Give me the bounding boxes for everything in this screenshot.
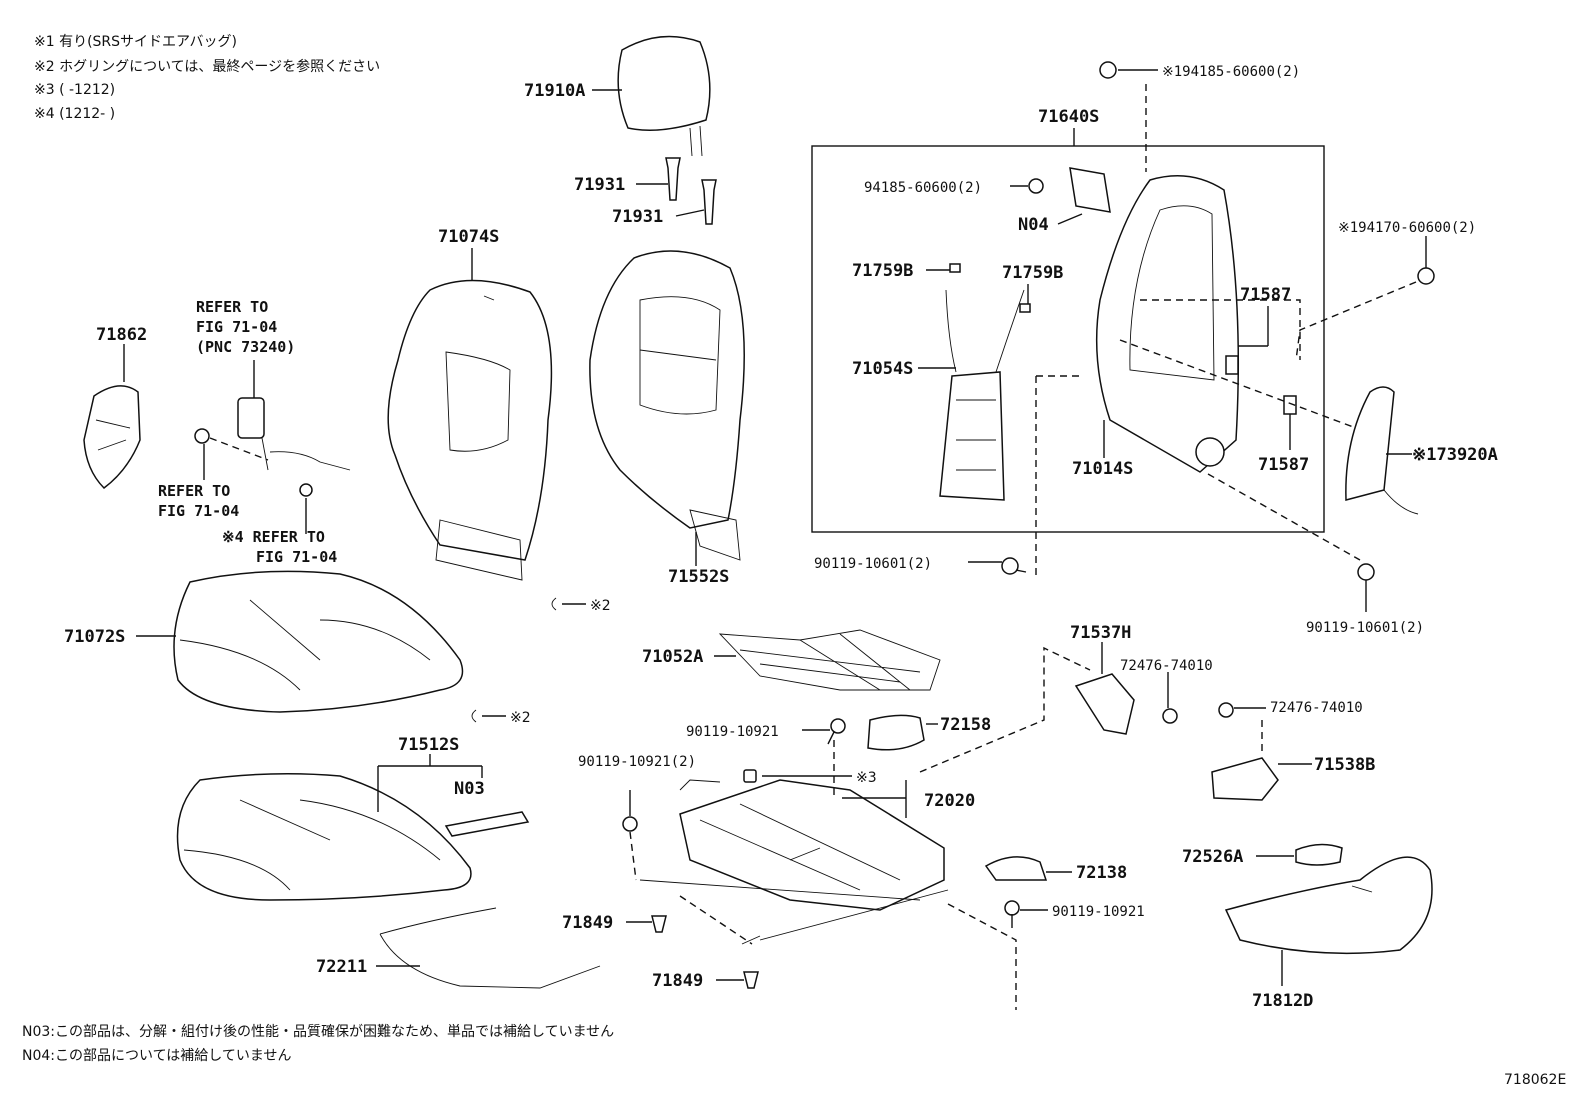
cover-72158 — [867, 714, 925, 751]
clip-71759B-a — [949, 263, 961, 273]
label-71931-lower: 71931 — [612, 207, 663, 227]
bolt-90119-10921-2 — [622, 790, 638, 832]
refer-fig-left-line1: REFER TO — [158, 482, 230, 500]
cushion-frame-wire-72211 — [379, 907, 601, 989]
label-71072S: 71072S — [64, 627, 125, 647]
label-194170-60600: ※194170-60600(2) — [1338, 220, 1476, 236]
cap-71849-b — [743, 971, 759, 989]
label-71862: 71862 — [96, 325, 147, 345]
recliner-cover-71538B — [1211, 757, 1279, 801]
label-71812D: 71812D — [1252, 991, 1313, 1011]
refer-fig-4-line1: ※4 REFER TO — [222, 528, 325, 546]
side-shield-71812D — [1224, 856, 1433, 955]
refer-buckle-line3: (PNC 73240) — [196, 338, 295, 356]
refer-buckle-line1: REFER TO — [196, 298, 268, 316]
nut-194170 — [1417, 267, 1435, 285]
bracket-71587-upper — [1225, 355, 1239, 375]
label-71537H: 71537H — [1070, 623, 1131, 643]
label-71538B: 71538B — [1314, 755, 1375, 775]
label-72211: 72211 — [316, 957, 367, 977]
label-71054S: 71054S — [852, 359, 913, 379]
label-71759B-left: 71759B — [852, 261, 913, 281]
seatbelt-buckle-refer — [194, 397, 351, 497]
seat-adjuster-72020 — [639, 779, 949, 945]
label-94185-60600: 94185-60600(2) — [864, 180, 982, 196]
cap-71849-a — [651, 915, 667, 933]
note-3: ※3 ( -1212) — [34, 82, 115, 98]
refer-buckle-line2: FIG 71-04 — [196, 318, 277, 336]
seat-spring-71052A — [718, 629, 941, 691]
bolt-72476-74010-b — [1218, 702, 1234, 718]
bracket-N04 — [1069, 167, 1111, 213]
label-71910A: 71910A — [524, 81, 585, 101]
label-72476-74010-b: 72476-74010 — [1270, 700, 1363, 716]
seatback-pad-71074S — [387, 279, 553, 581]
clip-71759B-b — [1019, 303, 1031, 313]
label-72158: 72158 — [940, 715, 991, 735]
label-90119-10921-2: 90119-10921(2) — [578, 754, 696, 770]
refer-fig-left-line2: FIG 71-04 — [158, 502, 239, 520]
label-71931-upper: 71931 — [574, 175, 625, 195]
bolt-72476-74010-a — [1162, 708, 1178, 724]
marker-3: ※3 — [856, 770, 877, 786]
box-71640S — [811, 145, 1325, 533]
airbag-73920A — [1345, 386, 1419, 515]
nut-94185-60600 — [1028, 178, 1044, 194]
label-N03: N03 — [454, 779, 485, 799]
label-72020: 72020 — [924, 791, 975, 811]
side-cover-71862 — [83, 385, 141, 489]
headrest-71910A — [617, 35, 711, 157]
label-71849-upper: 71849 — [562, 913, 613, 933]
label-71587-lower: 71587 — [1258, 455, 1309, 475]
cover-72138 — [984, 856, 1048, 881]
cushion-pad-71072S — [173, 570, 464, 713]
lumbar-support-71054S — [939, 289, 1025, 501]
note-2: ※2 ホグリングについては、最終ページを参照ください — [34, 58, 380, 75]
nut-194185 — [1099, 61, 1117, 79]
label-71587-upper: 71587 — [1240, 285, 1291, 305]
label-71552S: 71552S — [668, 567, 729, 587]
label-90119-10601-right: 90119-10601(2) — [1306, 620, 1424, 636]
bolt-90119-10601-right — [1357, 563, 1375, 581]
wire-N03 — [444, 811, 530, 837]
label-72526A: 72526A — [1182, 847, 1243, 867]
label-90119-10921-upper: 90119-10921 — [686, 724, 779, 740]
label-72138: 72138 — [1076, 863, 1127, 883]
refer-fig-4-line2: FIG 71-04 — [256, 548, 337, 566]
label-90119-10921-lower: 90119-10921 — [1052, 904, 1145, 920]
label-N04: N04 — [1018, 215, 1049, 235]
footer-note-N03: N03:この部品は、分解・組付け後の性能・品質確保が困難なため、単品では補給して… — [22, 1024, 614, 1040]
label-71512S: 71512S — [398, 735, 459, 755]
seatback-cover-71552S — [589, 250, 745, 561]
bolt-90119-10601-left — [1001, 557, 1027, 575]
label-71074S: 71074S — [438, 227, 499, 247]
label-71849-lower: 71849 — [652, 971, 703, 991]
label-194185-60600: ※194185-60600(2) — [1162, 64, 1300, 80]
seatback-frame-71014S — [1095, 175, 1240, 473]
cushion-cover-71512S — [176, 773, 472, 901]
marker-2-lower: ※2 — [510, 710, 531, 726]
note-4: ※4 (1212- ) — [34, 106, 115, 122]
marker-2-upper: ※2 — [590, 598, 611, 614]
bolt-90119-10921-upper — [827, 718, 846, 745]
label-72476-74010-a: 72476-74010 — [1120, 658, 1213, 674]
bolt-90119-10921-lower — [1004, 900, 1020, 928]
recliner-cover-71537H — [1074, 673, 1135, 735]
note-1: ※1 有り(SRSサイドエアバッグ) — [34, 34, 237, 50]
label-73920A: ※173920A — [1412, 445, 1498, 465]
knob-72526A — [1295, 843, 1343, 866]
label-71759B-right: 71759B — [1002, 263, 1063, 283]
figure-code: 718062E — [1504, 1072, 1566, 1088]
part-marker-3 — [743, 769, 757, 783]
footer-note-N04: N04:この部品については補給していません — [22, 1048, 291, 1064]
label-90119-10601-left: 90119-10601(2) — [814, 556, 932, 572]
label-71014S: 71014S — [1072, 459, 1133, 479]
headrest-guide-71931 — [665, 157, 717, 225]
label-71640S: 71640S — [1038, 107, 1099, 127]
label-71052A: 71052A — [642, 647, 703, 667]
